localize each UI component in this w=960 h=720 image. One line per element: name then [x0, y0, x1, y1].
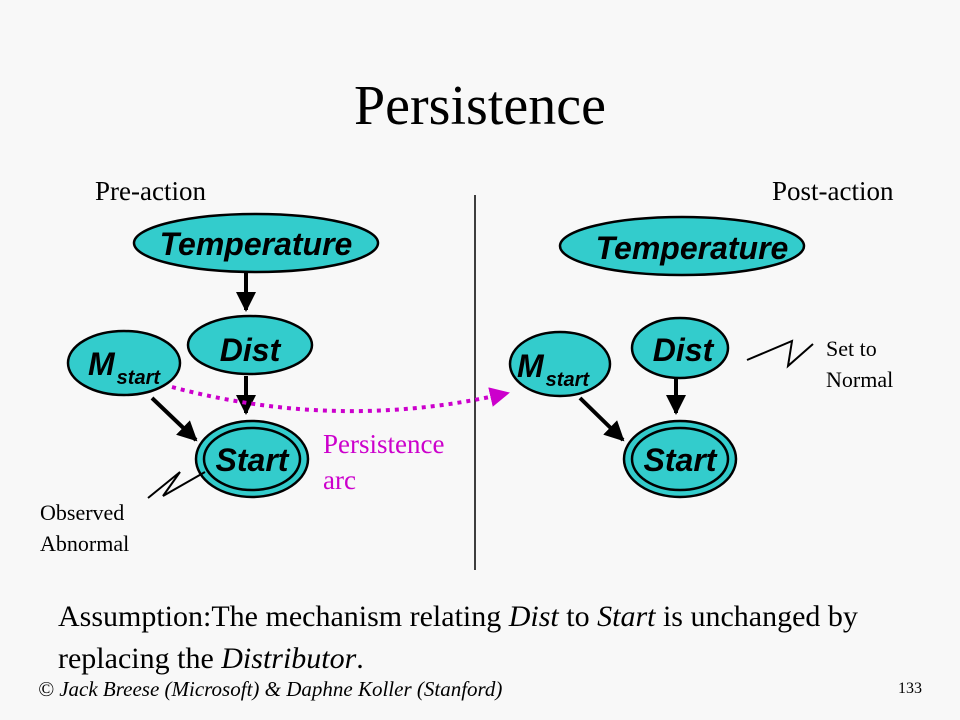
- observed-note-line1: Observed: [40, 500, 125, 525]
- pre-action-label: Pre-action: [95, 176, 206, 206]
- node-temperature-post-label: Temperature: [596, 230, 789, 266]
- set-to-note-line1: Set to: [826, 336, 877, 361]
- node-temperature-post: [558, 215, 806, 277]
- node-start-post-outer: [622, 419, 738, 499]
- assumption-part4: .: [356, 642, 364, 675]
- node-start-pre-label: Start: [216, 442, 290, 478]
- node-mstart-post-sub: start: [546, 369, 591, 391]
- node-dist-post: [630, 316, 730, 380]
- edge-mstart-start-pre: [150, 396, 198, 442]
- persistence-arc-label-line2: arc: [323, 465, 356, 495]
- assumption-start: Start: [597, 600, 656, 633]
- assumption-part2: to: [558, 600, 598, 633]
- node-temperature-pre: [132, 212, 380, 274]
- observed-abnormal-note: Observed Abnormal: [40, 497, 129, 559]
- node-temperature-pre-label: Temperature: [160, 226, 353, 262]
- node-mstart-pre: [66, 329, 182, 397]
- persistence-arc-label-line1: Persistence: [323, 429, 445, 459]
- node-mstart-post-main: M: [517, 348, 545, 384]
- copyright-footer: © Jack Breese (Microsoft) & Daphne Kolle…: [38, 677, 503, 701]
- node-start-pre-inner: [202, 426, 302, 492]
- persistence-arc: [171, 385, 510, 414]
- node-start-pre-outer: [194, 419, 310, 499]
- set-to-note-line2: Normal: [826, 367, 894, 392]
- set-to-normal-note: Set to Normal: [826, 333, 893, 395]
- post-action-label: Post-action: [772, 176, 894, 206]
- node-start-post-label: Start: [644, 442, 718, 478]
- assumption-dist: Dist: [508, 600, 559, 633]
- edge-mstart-start-post: [578, 396, 625, 442]
- assumption-text: Assumption:The mechanism relating Dist t…: [58, 596, 918, 680]
- assumption-part1: Assumption:The mechanism relating: [58, 600, 509, 633]
- assumption-distributor: Distributor: [221, 642, 357, 675]
- node-dist-post-label: Dist: [653, 332, 715, 368]
- node-mstart-pre-main: M: [88, 346, 116, 382]
- node-mstart-pre-sub: start: [117, 367, 162, 389]
- assumption-part3: is unchanged by replacing the: [58, 600, 858, 675]
- node-dist-pre: [186, 314, 314, 376]
- slide-title: Persistence: [354, 75, 606, 137]
- squiggle-observed: [147, 471, 206, 499]
- node-start-post-inner: [630, 426, 730, 492]
- node-mstart-post: [508, 330, 612, 398]
- observed-note-line2: Abnormal: [40, 531, 130, 556]
- squiggle-set-normal: [746, 339, 814, 369]
- page-number: 133: [898, 680, 922, 697]
- persistence-arc-label: Persistence arc: [323, 426, 444, 498]
- node-dist-pre-label: Dist: [220, 332, 282, 368]
